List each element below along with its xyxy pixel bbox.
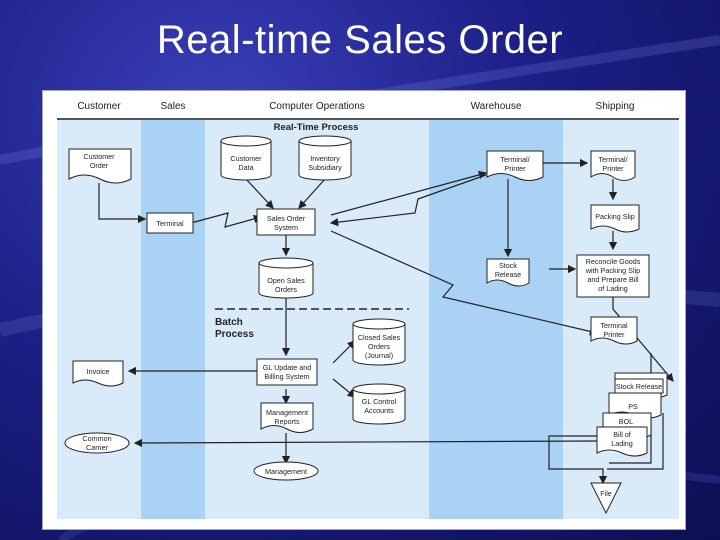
- lane-header-customer: Customer: [77, 101, 121, 112]
- lane-header-warehouse: Warehouse: [471, 101, 522, 112]
- node-invoice: Invoice: [87, 367, 110, 376]
- lane-header-sales: Sales: [160, 101, 185, 112]
- node-stack-ps: PS: [628, 402, 638, 411]
- node-terminal-sales: Terminal: [156, 219, 184, 228]
- node-stack-stock-release: Stock Release: [616, 382, 662, 391]
- databases: [220, 135, 406, 425]
- slide-title: Real-time Sales Order: [156, 18, 564, 62]
- node-file: File: [600, 489, 612, 498]
- connectors: [98, 158, 674, 485]
- process-boxes: [146, 208, 664, 394]
- node-terminal-printer-shipping: Terminal/Printer: [598, 155, 627, 173]
- node-packing-slip: Packing Slip: [595, 212, 635, 221]
- flowchart-diagram: Customer Sales Computer Operations Wareh…: [42, 90, 686, 530]
- documents: [68, 148, 668, 457]
- node-management: Management: [265, 467, 307, 476]
- section-realtime-process: Real-Time Process: [274, 122, 359, 133]
- flowchart-svg: Customer Sales Computer Operations Wareh…: [57, 101, 679, 519]
- section-batch-label: Batch Process: [215, 317, 254, 340]
- lane-header-shipping: Shipping: [596, 101, 635, 112]
- lane-headers: Customer Sales Computer Operations Wareh…: [77, 101, 634, 112]
- node-stack-bol: BOL: [619, 417, 633, 426]
- lane-header-computer-operations: Computer Operations: [269, 101, 365, 112]
- node-terminal-printer-warehouse: Terminal/Printer: [500, 155, 529, 173]
